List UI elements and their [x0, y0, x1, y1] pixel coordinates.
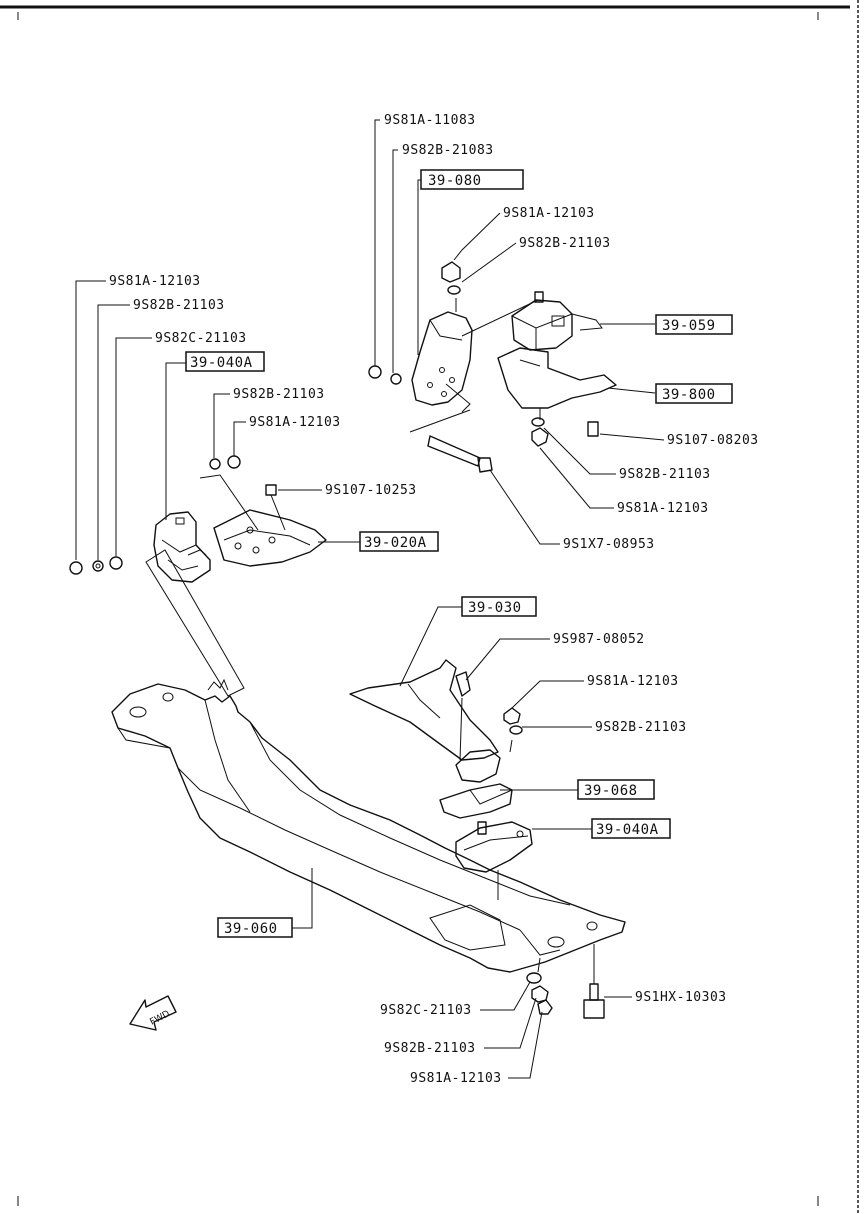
callout-box-39-800 [655, 383, 733, 404]
callout-box-39-030 [461, 596, 537, 617]
callout-39-040a-a: 39-040A [190, 355, 253, 371]
callout-9s82b-21103-f: 9S82B-21103 [384, 1041, 476, 1056]
callout-9s81a-12103-d: 9S81A-12103 [249, 415, 341, 430]
lower-fasteners-drawing [526, 944, 605, 1019]
callout-9s81a-12103-b: 9S81A-12103 [617, 501, 709, 516]
callout-9s1x7-08953: 9S1X7-08953 [563, 537, 655, 552]
callout-9s82c-21103-b: 9S82C-21103 [380, 1003, 472, 1018]
callout-box-39-040a-a [185, 351, 265, 372]
callout-9s82b-21103-c: 9S82B-21103 [133, 298, 225, 313]
callout-39-030: 39-030 [468, 600, 522, 616]
callout-39-080: 39-080 [428, 173, 482, 189]
callout-box-39-068 [577, 779, 655, 800]
callout-9s82c-21103-a: 9S82C-21103 [155, 331, 247, 346]
callout-39-059: 39-059 [662, 318, 716, 334]
callout-39-800: 39-800 [662, 387, 716, 403]
callout-9s987-08052: 9S987-08052 [553, 632, 645, 647]
leader-lines [75, 119, 665, 1079]
callout-box-39-080 [420, 169, 524, 190]
upper-right-mount-drawing [368, 261, 617, 473]
left-mount-drawing [69, 455, 327, 697]
callout-9s81a-11083: 9S81A-11083 [384, 113, 476, 128]
callout-9s81a-12103-c: 9S81A-12103 [109, 274, 201, 289]
callout-9s81a-12103-a: 9S81A-12103 [503, 206, 595, 221]
crossmember-drawing [111, 678, 626, 973]
fwd-label: FWD [148, 1009, 171, 1028]
callout-9s82b-21103-d: 9S82B-21103 [233, 387, 325, 402]
callout-39-068: 39-068 [584, 783, 638, 799]
callout-9s82b-21083: 9S82B-21083 [402, 143, 494, 158]
callout-9s82b-21103-a: 9S82B-21103 [519, 236, 611, 251]
callout-box-39-040a-b [591, 818, 671, 839]
callout-9s107-08203: 9S107-08203 [667, 433, 759, 448]
callout-9s81a-12103-f: 9S81A-12103 [410, 1071, 502, 1086]
callout-9s81a-12103-e: 9S81A-12103 [587, 674, 679, 689]
callout-39-060: 39-060 [224, 921, 278, 937]
callout-39-040a-b: 39-040A [596, 822, 659, 838]
callout-box-39-059 [655, 314, 733, 335]
fwd-arrow: FWD [129, 995, 177, 1031]
callout-9s82b-21103-b: 9S82B-21103 [619, 467, 711, 482]
callout-39-020a: 39-020A [364, 535, 427, 551]
callout-9s1hx-10303: 9S1HX-10303 [635, 990, 727, 1005]
right-mount-drawing [349, 659, 533, 900]
callout-9s107-10253: 9S107-10253 [325, 483, 417, 498]
callout-9s82b-21103-e: 9S82B-21103 [595, 720, 687, 735]
callout-box-39-060 [217, 917, 293, 938]
callout-box-39-020a [359, 531, 439, 552]
part-labels: 9S81A-11083 9S82B-21083 39-080 9S81A-121… [109, 113, 759, 1086]
